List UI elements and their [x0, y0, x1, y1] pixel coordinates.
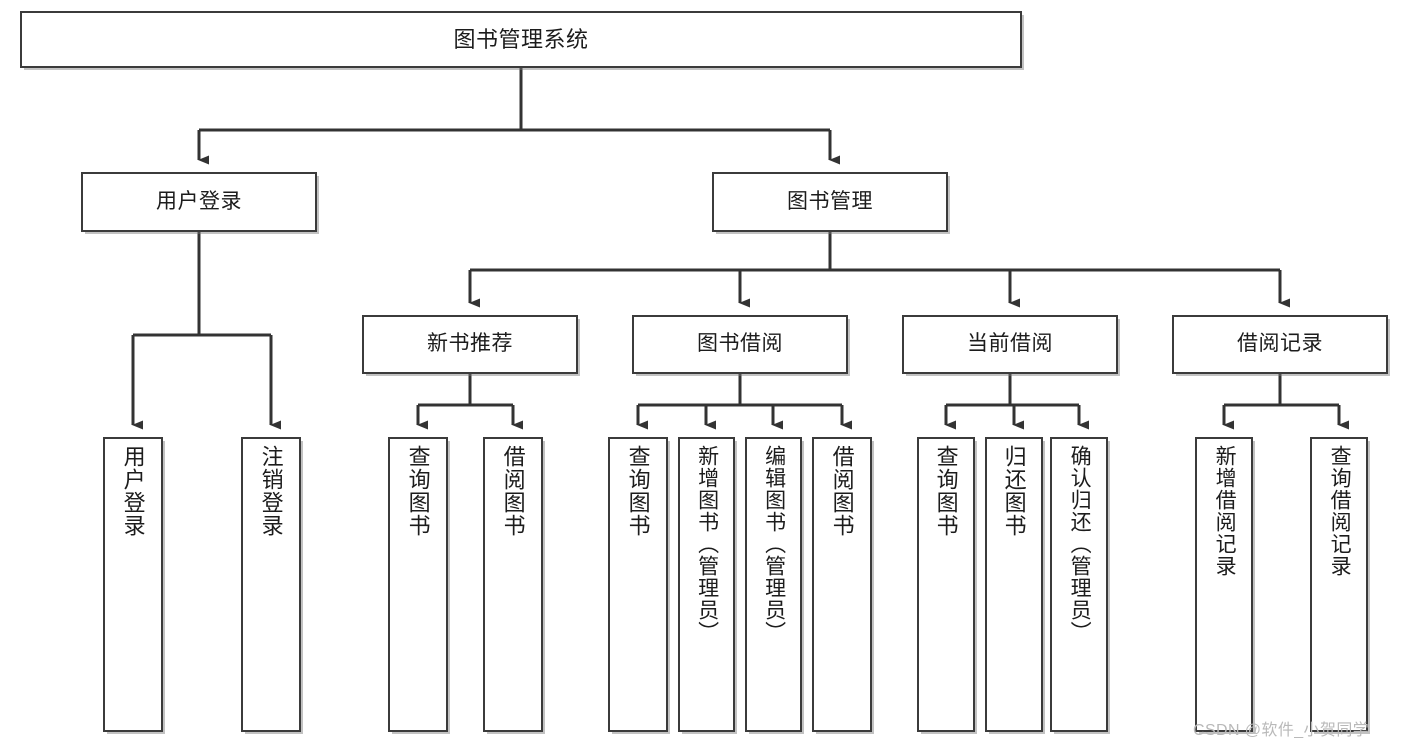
node-label: 新增借阅记录 — [1213, 445, 1237, 577]
node-label: 查询图书 — [625, 445, 651, 537]
node-label: 新增图书（管理员） — [695, 445, 719, 643]
node-label: 用户登录 — [120, 445, 146, 537]
leaf-record-add[interactable]: 新增借阅记录 — [1195, 437, 1253, 732]
leaf-new-book-query[interactable]: 查询图书 — [388, 437, 448, 732]
node-label: 借阅图书 — [500, 445, 526, 537]
node-label: 图书管理 — [787, 189, 873, 213]
node-label: 当前借阅 — [967, 332, 1053, 356]
leaf-borrow-query-book[interactable]: 查询图书 — [608, 437, 668, 732]
node-root-system[interactable]: 图书管理系统 — [20, 11, 1022, 68]
leaf-borrow-add-book-admin[interactable]: 新增图书（管理员） — [678, 437, 735, 732]
csdn-watermark: CSDN @软件_小贺同学 — [1193, 722, 1370, 739]
node-new-book-recommendation[interactable]: 新书推荐 — [362, 315, 578, 374]
leaf-record-query[interactable]: 查询借阅记录 — [1310, 437, 1368, 732]
node-label: 借阅记录 — [1237, 332, 1323, 356]
node-book-management[interactable]: 图书管理 — [712, 172, 948, 232]
node-label: 归还图书 — [1001, 445, 1027, 537]
node-label: 用户登录 — [156, 189, 242, 213]
leaf-current-return-book[interactable]: 归还图书 — [985, 437, 1043, 732]
node-label: 确认归还（管理员） — [1068, 445, 1092, 643]
leaf-current-confirm-return-admin[interactable]: 确认归还（管理员） — [1050, 437, 1108, 732]
leaf-borrow-borrow-book[interactable]: 借阅图书 — [812, 437, 872, 732]
node-book-borrow[interactable]: 图书借阅 — [632, 315, 848, 374]
node-label: 图书借阅 — [697, 332, 783, 356]
node-label: 查询图书 — [933, 445, 959, 537]
node-user-login[interactable]: 用户登录 — [81, 172, 317, 232]
node-label: 查询图书 — [405, 445, 431, 537]
leaf-user-login-signout[interactable]: 注销登录 — [241, 437, 301, 732]
node-label: 编辑图书（管理员） — [762, 445, 786, 643]
node-current-borrow[interactable]: 当前借阅 — [902, 315, 1118, 374]
node-label: 新书推荐 — [427, 332, 513, 356]
leaf-borrow-edit-book-admin[interactable]: 编辑图书（管理员） — [745, 437, 802, 732]
node-label: 借阅图书 — [829, 445, 855, 537]
node-borrow-record[interactable]: 借阅记录 — [1172, 315, 1388, 374]
leaf-user-login-signin[interactable]: 用户登录 — [103, 437, 163, 732]
node-label: 注销登录 — [258, 445, 284, 537]
leaf-current-query-book[interactable]: 查询图书 — [917, 437, 975, 732]
leaf-new-book-borrow[interactable]: 借阅图书 — [483, 437, 543, 732]
node-label: 查询借阅记录 — [1328, 445, 1352, 577]
node-label: 图书管理系统 — [453, 26, 589, 52]
